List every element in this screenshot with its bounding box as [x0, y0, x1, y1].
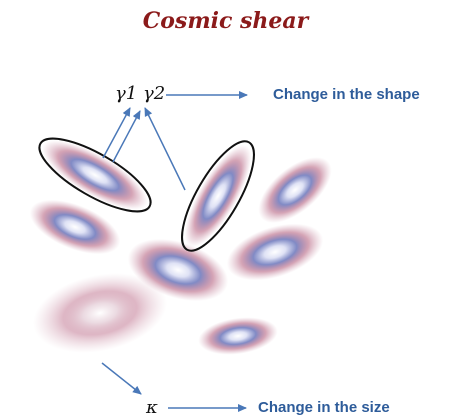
shear-ellipse-left — [38, 137, 152, 213]
gamma2-symbol: γ2 — [143, 83, 166, 104]
galaxy-mid-left — [29, 199, 121, 255]
kappa-symbol: κ — [146, 397, 158, 418]
arrow-left-galaxy-to-gamma2 — [112, 110, 141, 163]
size-change-label: Change in the size — [258, 399, 390, 416]
shape-change-label: Change in the shape — [273, 86, 420, 103]
shear-ellipse-center — [181, 140, 255, 252]
galaxy-mid-right — [226, 223, 324, 281]
galaxy-large-faint — [33, 273, 167, 353]
galaxy-sheared-left — [42, 140, 148, 210]
galaxy-sheared-center — [184, 144, 252, 248]
arrow-left-galaxy-to-gamma1 — [102, 107, 131, 159]
galaxy-upper-right — [258, 157, 332, 223]
diagram-title: Cosmic shear — [142, 8, 309, 34]
galaxy-lower-right — [198, 317, 278, 355]
arrow-galaxy-to-kappa — [101, 362, 142, 395]
gamma1-symbol: γ1 — [115, 83, 138, 104]
arrow-center-galaxy-to-gamma2 — [144, 107, 186, 191]
